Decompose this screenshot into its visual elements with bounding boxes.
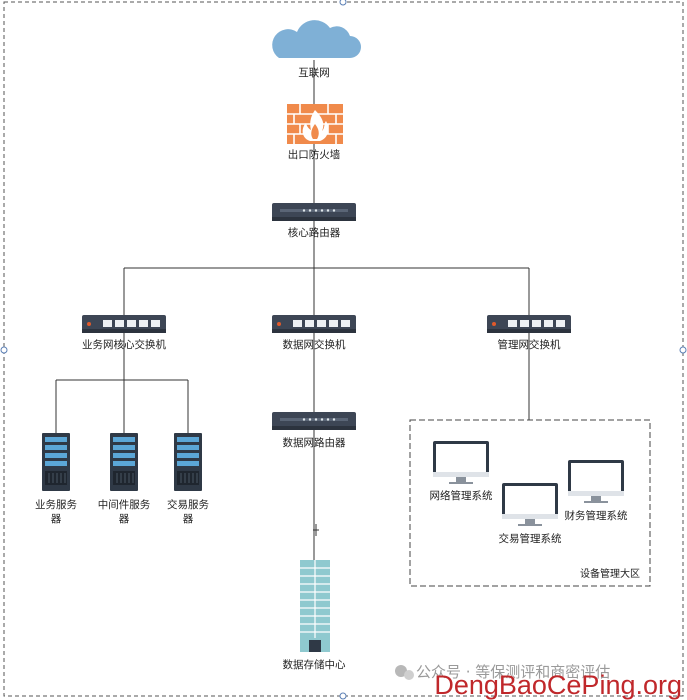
internet-label: 互联网 [298, 67, 330, 79]
mgmt-switch-icon [487, 315, 571, 333]
firewall-icon [287, 104, 343, 144]
net-mgmt-monitor-icon [433, 441, 489, 484]
trade-mgmt-label: 交易管理系统 [499, 532, 562, 545]
biz-server-icon [41, 432, 71, 492]
watermark-wechat-text: 公众号 · 等保测评和商密评估 [416, 663, 610, 681]
trade-server-label-line1: 交易服务 [167, 498, 209, 511]
core-router-icon [272, 203, 356, 221]
middleware-server-icon [109, 432, 139, 492]
data-switch-label: 数据网交换机 [283, 338, 346, 351]
trade-server-label-line2: 器 [183, 513, 194, 525]
data-storage-label: 数据存储中心 [283, 658, 346, 671]
core-router-label: 核心路由器 [288, 226, 341, 239]
net-mgmt-label: 网络管理系统 [430, 489, 493, 502]
data-router-icon [272, 412, 356, 430]
trade-mgmt-monitor-icon [502, 483, 558, 526]
middleware-server-label-line1: 中间件服务 [98, 498, 151, 511]
watermark-site-url: DengBaoCePing.org [434, 670, 682, 700]
cloud-icon [272, 20, 361, 58]
biz-core-switch-label: 业务网核心交换机 [82, 338, 166, 351]
wechat-icon [395, 665, 414, 680]
data-router-label: 数据网路由器 [283, 436, 346, 449]
data-switch-icon [272, 315, 356, 333]
mgmt-switch-label: 管理网交换机 [498, 338, 561, 351]
finance-mgmt-monitor-icon [568, 460, 624, 503]
device-mgmt-zone [409, 419, 651, 587]
trade-server-icon [173, 432, 203, 492]
finance-mgmt-label: 财务管理系统 [565, 509, 628, 522]
biz-server-label-line2: 器 [51, 513, 62, 525]
biz-core-switch-icon [82, 315, 166, 333]
device-mgmt-zone-label: 设备管理大区 [580, 567, 640, 580]
firewall-label: 出口防火墙 [288, 148, 341, 161]
middleware-server-label-line2: 器 [119, 513, 130, 525]
building-icon [300, 524, 330, 652]
biz-server-label-line1: 业务服务 [35, 498, 77, 511]
